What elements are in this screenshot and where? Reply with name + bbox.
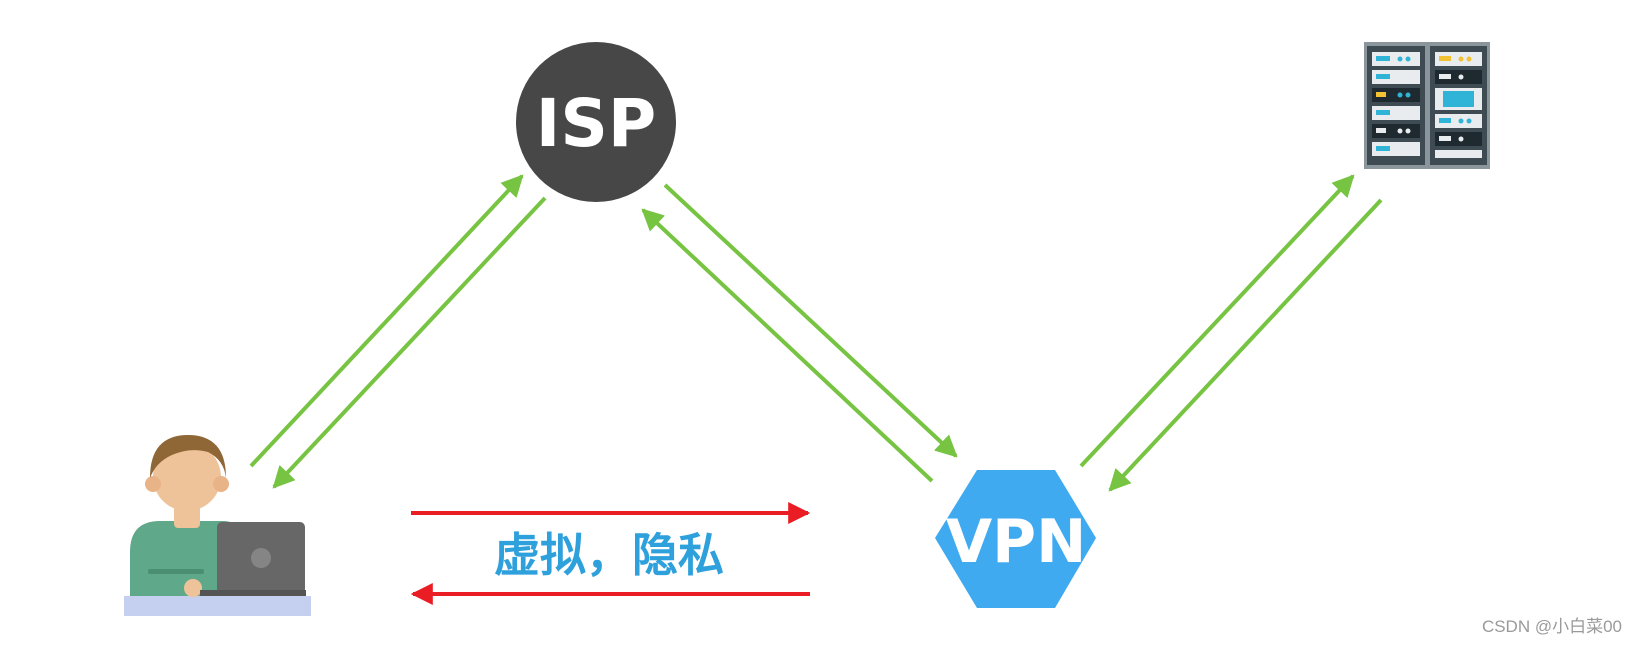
arrow-vpn-to-server (1079, 174, 1355, 468)
isp-node: ISP (516, 42, 676, 202)
isp-label: ISP (536, 85, 656, 162)
arrow-vpn-to-isp (641, 208, 934, 483)
vpn-label: VPN (946, 507, 1087, 577)
arrow-server-to-vpn (1108, 198, 1383, 492)
center-label: 虚拟，隐私 (494, 528, 724, 582)
arrow-isp-to-user (272, 196, 547, 489)
watermark: CSDN @小白菜00 (1481, 617, 1622, 636)
user-with-laptop-icon (124, 435, 311, 616)
arrow-isp-to-vpn (663, 183, 958, 458)
vpn-node: VPN (935, 470, 1096, 608)
arrow-user-to-isp (249, 174, 524, 468)
server-rack-icon (1364, 42, 1490, 169)
